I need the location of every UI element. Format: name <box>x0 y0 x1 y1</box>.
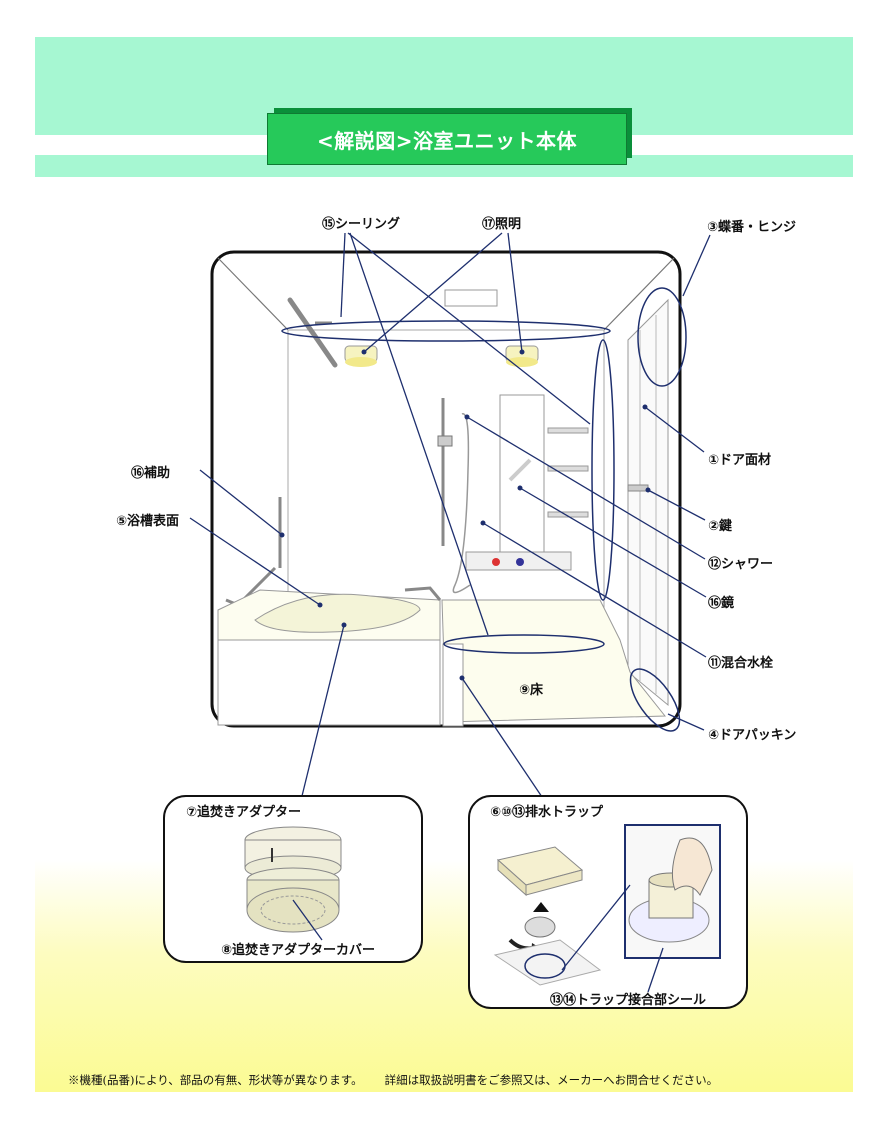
label-reheat-adapter: ⑦追焚きアダプター <box>186 805 302 820</box>
label-door-packing: ④ドアパッキン <box>708 728 797 743</box>
label-floor: ⑨床 <box>519 683 544 698</box>
label-drain-trap: ⑥⑩⑬排水トラップ <box>490 805 604 820</box>
drain-callout <box>468 795 748 1009</box>
floor <box>441 599 667 727</box>
label-mirror: ⑯鏡 <box>708 596 735 611</box>
door-packing-ellipse <box>629 668 681 732</box>
adapter-illustration <box>244 826 342 933</box>
floor-seal-ellipse <box>443 634 605 654</box>
page-title: <解説図>浴室ユニット本体 <box>267 113 627 165</box>
mirror-panel <box>499 394 589 554</box>
label-reheat-adapter-cover: ⑧追焚きアダプターカバー <box>221 943 376 958</box>
shower-rail <box>437 398 471 594</box>
label-handrail: ⑯補助 <box>131 466 171 481</box>
lower-green-band <box>35 155 853 177</box>
adapter-callout <box>163 795 423 963</box>
bathtub <box>217 586 442 726</box>
label-trap-seal: ⑬⑭トラップ接合部シール <box>550 993 707 1008</box>
trap-closeup-illustration <box>628 837 713 943</box>
counter-faucet <box>465 551 572 571</box>
footnote-left: ※機種(品番)により、部品の有無、形状等が異なります。 <box>68 1073 363 1087</box>
corner-seal-ellipse <box>591 339 615 601</box>
footnote: ※機種(品番)により、部品の有無、形状等が異なります。 詳細は取扱説明書をご参照又… <box>68 1072 718 1088</box>
ceiling-grab-bar <box>287 297 338 368</box>
label-faucet: ⑪混合水栓 <box>708 656 774 671</box>
label-tub-surface: ⑤浴槽表面 <box>116 514 180 529</box>
hinge-ellipse <box>637 287 687 387</box>
label-lock: ②鍵 <box>708 519 733 534</box>
ceiling-light-left <box>344 345 378 367</box>
label-lighting: ⑰照明 <box>482 217 522 232</box>
footnote-right: 詳細は取扱説明書をご参照又は、メーカーへお問合せください。 <box>384 1073 719 1087</box>
label-door-panel: ①ドア面材 <box>708 453 772 468</box>
ceiling-seal-ellipse <box>281 320 611 342</box>
label-hinge: ③蝶番・ヒンジ <box>707 220 797 235</box>
label-shower: ⑫シャワー <box>708 557 774 572</box>
drain-cover-illustration <box>493 846 602 986</box>
door <box>627 298 669 707</box>
label-sealing: ⑮シーリング <box>322 217 401 232</box>
